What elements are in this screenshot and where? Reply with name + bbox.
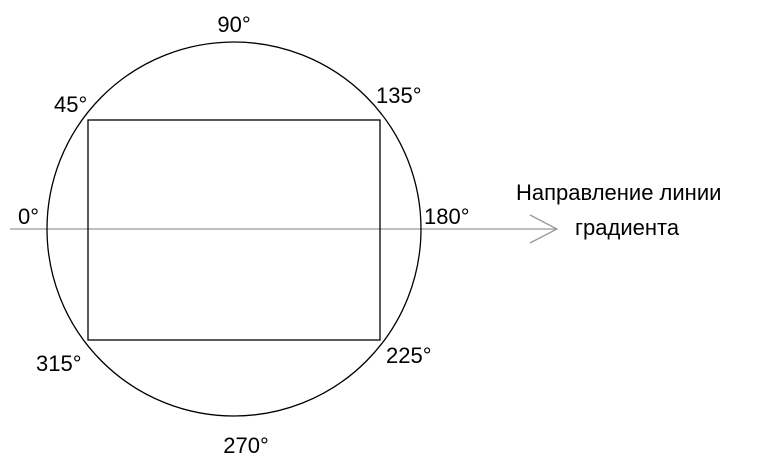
angle-label-45: 45°	[54, 92, 87, 117]
gradient-direction-arrowhead	[529, 214, 559, 244]
angle-label-135: 135°	[376, 83, 422, 108]
angle-circle	[46, 41, 422, 417]
angle-label-225: 225°	[386, 343, 432, 368]
angle-label-90: 90°	[217, 12, 250, 37]
element-rectangle	[87, 119, 381, 341]
angle-label-270: 270°	[223, 433, 269, 458]
angle-label-180: 180°	[424, 204, 470, 229]
angle-label-315: 315°	[36, 351, 82, 376]
direction-caption-line1: Направление линии	[516, 180, 721, 205]
direction-caption-line2: градиента	[575, 215, 680, 240]
angle-label-0: 0°	[18, 204, 39, 229]
